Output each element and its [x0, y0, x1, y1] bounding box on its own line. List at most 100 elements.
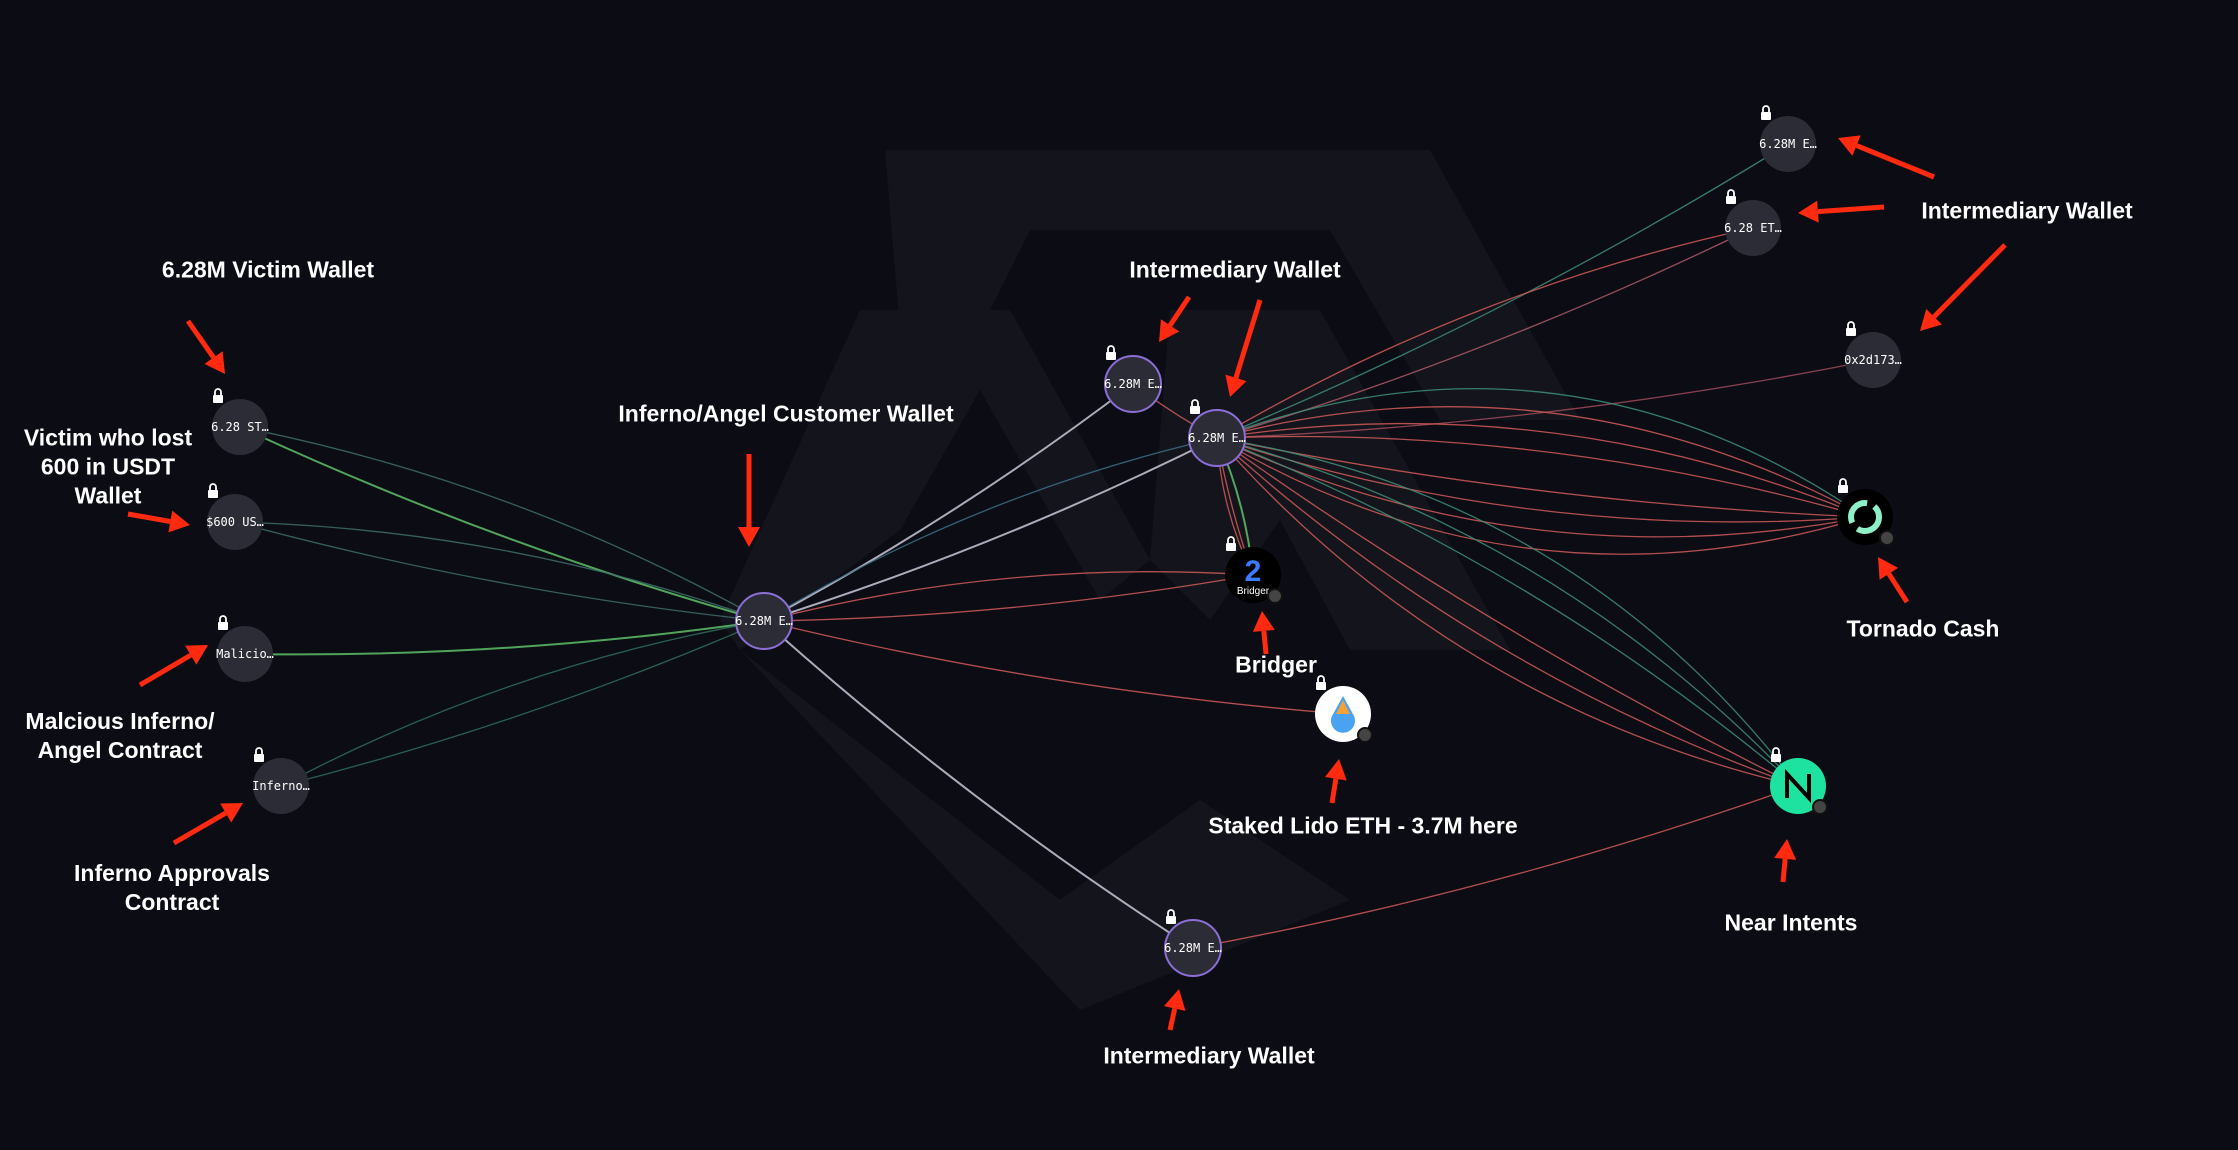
- label-intermediary-right: Intermediary Wallet: [1921, 197, 2133, 224]
- node-malicious[interactable]: Malicio…: [216, 615, 274, 682]
- edge-int2-tornado: [1216, 435, 1866, 518]
- edge-center-lido: [763, 620, 1344, 715]
- node-center[interactable]: 6.28M E…: [735, 592, 793, 650]
- label-malicious-contract: Malcious Inferno/ Angel Contract: [25, 707, 214, 765]
- node-int2[interactable]: 6.28M E…: [1188, 399, 1246, 467]
- lock-icon: [1226, 536, 1236, 551]
- red-arrow-icon: [1798, 200, 1885, 223]
- edge-int2-tornado: [1216, 388, 1866, 518]
- node-label: 6.28M E…: [1759, 137, 1817, 151]
- lock-icon: [1190, 399, 1200, 414]
- edge-inferno-center: [280, 620, 765, 787]
- node-top2[interactable]: 6.28 ET…: [1724, 189, 1782, 256]
- lock-icon: [208, 483, 218, 498]
- label-line: 600 in USDT: [40, 453, 176, 480]
- tornado-icon: [1848, 500, 1882, 534]
- edge-int2-tornado: [1216, 406, 1866, 518]
- edge-int2-tornado: [1216, 437, 1866, 518]
- edge-center-bridger: [763, 571, 1254, 622]
- edge-int2-near: [1216, 437, 1799, 787]
- edge-int2-near: [1216, 437, 1799, 787]
- edge-int2-tornado: [1216, 437, 1866, 523]
- node-lido[interactable]: [1315, 675, 1373, 743]
- red-arrow-icon: [1838, 135, 1935, 180]
- lock-icon: [1761, 105, 1771, 120]
- label-line: Contract: [124, 889, 220, 915]
- edge-int2-near: [1216, 437, 1799, 787]
- edge-malicious-center: [244, 620, 765, 656]
- edge-int2-top1: [1216, 143, 1789, 439]
- red-arrow-icon: [1324, 759, 1347, 804]
- red-arrow-icon: [172, 803, 243, 846]
- edge-center-int2: [763, 437, 1218, 622]
- red-arrow-icon: [1163, 989, 1186, 1031]
- red-arrow-icon: [127, 510, 190, 533]
- lock-icon: [1771, 747, 1781, 762]
- node-label: 6.28M E…: [1164, 941, 1222, 955]
- label-line: Angel Contract: [37, 737, 203, 763]
- edge-usdt-center: [234, 521, 765, 622]
- edge-inferno-center: [280, 620, 765, 787]
- annotation-arrows: [127, 135, 2007, 1031]
- label-intermediary-top: Intermediary Wallet: [1129, 256, 1341, 283]
- node-label: Bridger: [1237, 586, 1270, 597]
- lido-drop-icon: [1331, 696, 1355, 733]
- label-customer-wallet: Inferno/Angel Customer Wallet: [618, 400, 954, 427]
- red-arrow-icon: [738, 454, 760, 547]
- node-label: Malicio…: [216, 647, 274, 661]
- edge-center-bottom: [763, 620, 1194, 949]
- bridger-icon: 2: [1245, 555, 1262, 588]
- node-inferno[interactable]: Inferno…: [252, 747, 310, 814]
- lock-icon: [218, 615, 228, 630]
- label-usdt-victim: Victim who lost 600 in USDT Wallet: [24, 424, 192, 511]
- nodes: 6.28 ST… $600 US… Malicio… Inferno… 6.28M E……: [206, 105, 1902, 977]
- red-arrow-icon: [1774, 839, 1797, 883]
- red-arrow-icon: [1225, 299, 1263, 397]
- label-intermediary-bottom: Intermediary Wallet: [1103, 1042, 1315, 1069]
- label-bridger: Bridger: [1235, 651, 1317, 678]
- node-usdt[interactable]: $600 US…: [206, 483, 264, 550]
- lock-icon: [1846, 321, 1856, 336]
- node-addr[interactable]: 0x2d173…: [1844, 321, 1902, 388]
- node-label: 6.28M E…: [1188, 431, 1246, 445]
- edge-usdt-center: [234, 521, 765, 622]
- lock-icon: [1838, 478, 1848, 493]
- edge-int2-tornado: [1216, 437, 1866, 538]
- edge-center-int2: [763, 437, 1218, 622]
- node-near[interactable]: [1770, 747, 1828, 815]
- node-label: 6.28M E…: [1104, 377, 1162, 391]
- edge-int2-top2: [1216, 227, 1754, 439]
- edge-center-bridger: [763, 574, 1254, 622]
- node-label: 0x2d173…: [1844, 353, 1902, 367]
- lock-icon: [1106, 345, 1116, 360]
- lock-icon: [213, 388, 223, 403]
- edge-victim-center: [239, 426, 765, 622]
- near-icon: [1785, 768, 1811, 804]
- label-near: Near Intents: [1724, 909, 1858, 936]
- red-arrow-icon: [1878, 557, 1910, 604]
- node-int1[interactable]: 6.28M E…: [1104, 345, 1162, 413]
- node-tornado[interactable]: [1837, 478, 1895, 546]
- node-label: 6.28 ST…: [211, 420, 269, 434]
- node-top1[interactable]: 6.28M E…: [1759, 105, 1817, 172]
- lock-icon: [1316, 675, 1326, 690]
- node-victim[interactable]: 6.28 ST…: [211, 388, 269, 455]
- label-lido: Staked Lido ETH - 3.7M here: [1208, 812, 1518, 839]
- red-arrow-icon: [138, 645, 208, 688]
- node-label: 6.28 ET…: [1724, 221, 1782, 235]
- lock-icon: [1166, 909, 1176, 924]
- label-line: Malcious Inferno/: [25, 708, 215, 734]
- node-label: 6.28M E…: [735, 614, 793, 628]
- red-arrow-icon: [1920, 243, 2007, 331]
- label-line: Inferno Approvals: [74, 860, 270, 886]
- edge-int2-near: [1216, 437, 1799, 787]
- edge-center-int1: [763, 383, 1134, 622]
- lock-icon: [254, 747, 264, 762]
- lock-icon: [1726, 189, 1736, 204]
- label-line: Wallet: [74, 482, 142, 509]
- node-bottom[interactable]: 6.28M E…: [1164, 909, 1222, 977]
- edge-victim-center: [239, 426, 765, 622]
- edge-int2-near: [1216, 437, 1799, 787]
